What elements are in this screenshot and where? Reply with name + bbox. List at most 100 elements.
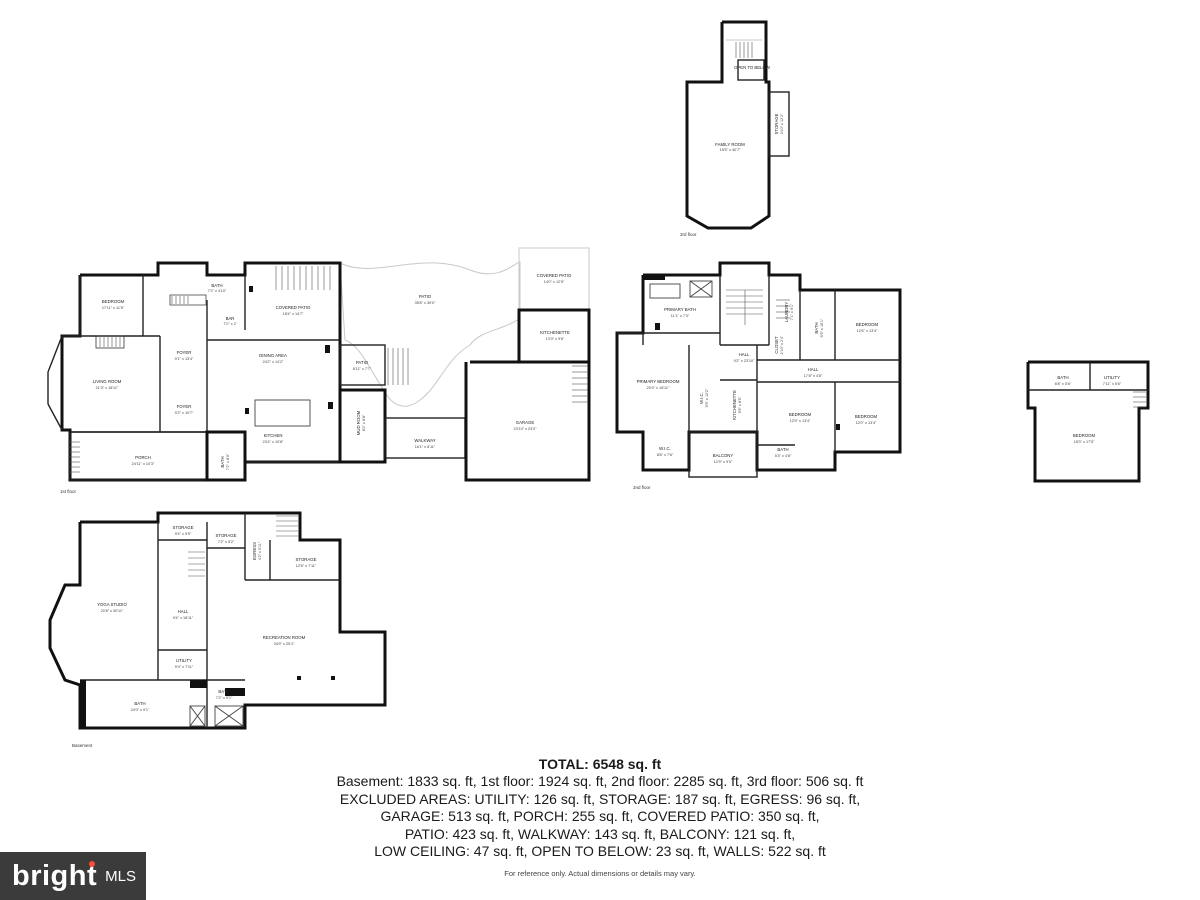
total-area: TOTAL: 6548 sq. ft (538, 756, 662, 772)
room-f2-bath2-dims: 5'3" x 4'8" (775, 454, 792, 458)
room-b-bath2-name: BATH (218, 689, 229, 694)
room-f2-wic1-dims: 5'5" x 12'2" (705, 388, 709, 407)
room-third-storage-name: STORAGE (774, 113, 779, 134)
room-f1-dining-name: DINING AREA (259, 353, 287, 358)
disclaimer-note: For reference only. Actual dimensions or… (504, 869, 696, 878)
room-b-utility-dims: 9'4" x 7'11" (175, 665, 194, 669)
room-b-bath1-name: BATH (134, 701, 145, 706)
room-f1-bath2-dims: 7'2" x 8'0" (226, 453, 230, 470)
room-f2-wic2-name: W.I.C. (659, 446, 671, 451)
room-b-utility-name: UTILITY (176, 658, 192, 663)
room-b-storage3-dims: 12'6" x 7'11" (296, 564, 317, 568)
room-f1-foyer2-dims: 9'2" x 10'7" (175, 411, 194, 415)
basement-plan: STORAGE 9'4" x 5'5" STORAGE 7'2" x 5'2" … (48, 511, 387, 748)
third-floor-plan: OPEN TO BELOW FAMILY ROOM 15'5" x 40'7" … (680, 20, 790, 237)
room-f2-closet-dims: 2'10" x 2'4" (780, 335, 784, 354)
room-f2-closet-name: CLOSET (774, 336, 779, 354)
room-b-yoga-name: YOGA STUDIO (97, 602, 127, 607)
room-f2-kitchenette-name: KITCHENETTE (732, 390, 737, 420)
room-f1-walkway-name: WALKWAY (414, 438, 435, 443)
room-f1-covered-patio-dims: 18'4" x 14'7" (283, 312, 304, 316)
room-f2-bath2-name: BATH (777, 447, 788, 452)
room-f1-living-dims: 21'3" x 18'11" (96, 386, 119, 390)
room-f2-balcony-name: BALCONY (713, 453, 734, 458)
room-f1-porch-dims: 24'11" x 10'3" (132, 462, 155, 466)
room-f2-laundry-dims: 7'1" x 9'1" (790, 303, 794, 320)
open-to-below-label: OPEN TO BELOW (734, 65, 771, 70)
room-f1-patio-small-name: PATIO (356, 360, 369, 365)
summary-line-5: LOW CEILING: 47 sq. ft, OPEN TO BELOW: 2… (374, 843, 826, 860)
room-f2-bedroom-b-dims: 12'9" x 13'4" (790, 419, 811, 423)
room-f1-porch-name: PORCH (135, 455, 151, 460)
summary-line-2: EXCLUDED AREAS: UTILITY: 126 sq. ft, STO… (339, 790, 861, 807)
room-b-yoga-dims: 20'8" x 30'11" (101, 609, 124, 613)
room-family-dims: 15'5" x 40'7" (720, 148, 741, 152)
room-f1-kitchen-name: KITCHEN (264, 433, 283, 438)
room-f1-kitchenette-name: KITCHENETTE (540, 330, 570, 335)
room-f1-covered-patio-name: COVERED PATIO (276, 305, 311, 310)
room-f1-bar-name: BAR (226, 316, 235, 321)
room-f1-kitchenette-dims: 13'3" x 9'8" (546, 337, 565, 341)
room-f2-bath-dims: 5'9" x 10'1" (820, 318, 824, 337)
room-f2-laundry-name: LAUNDRY (784, 302, 789, 323)
floor-label-first: 1st floor (60, 489, 77, 494)
room-b-hall-name: HALL (178, 609, 189, 614)
area-summary: TOTAL: 6548 sq. ft Basement: 1833 sq. ft… (300, 755, 900, 861)
room-b-egress-name: EGRESS (252, 542, 257, 560)
room-f1-foyer1-dims: 9'1" x 13'4" (175, 357, 194, 361)
room-f2-wic2-dims: 8'8" x 7'6" (657, 453, 674, 457)
room-g-utility-name: UTILITY (1104, 375, 1120, 380)
room-f2-hall2-name: HALL (808, 367, 819, 372)
room-f1-covered-patio2-dims: 14'0" x 12'5" (544, 280, 565, 284)
room-g-utility-dims: 7'11" x 5'6" (1103, 382, 1122, 386)
room-g-bath-dims: 6'8" x 5'6" (1055, 382, 1072, 386)
room-b-egress-dims: 4'2" x 5'11" (258, 541, 262, 560)
room-f1-walkway-dims: 16'1" x 8'11" (415, 445, 436, 449)
room-f2-bedroom-a-name: BEDROOM (856, 322, 879, 327)
room-f1-foyer1-name: FOYER (177, 350, 192, 355)
room-f2-kitchenette-dims: 5'9" x 8'5" (738, 396, 742, 413)
room-f1-bedroom-dims: 17'11" x 11'5" (102, 306, 125, 310)
room-third-storage-dims: 3'10" x 12'2" (780, 113, 784, 134)
room-f1-patio-name: PATIO (419, 294, 432, 299)
room-b-storage2-dims: 7'2" x 5'2" (218, 540, 235, 544)
room-b-storage1-name: STORAGE (173, 525, 194, 530)
room-f1-mudroom-name: MUD ROOM (356, 410, 361, 435)
room-f1-patio-small-dims: 8'11" x 7'7" (353, 367, 372, 371)
room-b-bath2-dims: 7'2" x 9'1" (216, 696, 233, 700)
room-f2-bedroom-b-name: BEDROOM (789, 412, 812, 417)
room-f1-bath-dims: 7'2" x 4'10" (208, 289, 227, 293)
bright-mls-logo: bright MLS (0, 852, 146, 900)
room-f1-patio-dims: 35'8" x 30'0" (415, 301, 436, 305)
room-f2-primary-bath-name: PRIMARY BATH (664, 307, 696, 312)
first-floor-plan: BEDROOM 17'11" x 11'5" BATH 7'2" x 4'10"… (47, 247, 591, 494)
room-b-storage1-dims: 9'4" x 5'5" (175, 532, 192, 536)
room-f2-primary-bath-dims: 11'1" x 7'3" (671, 314, 690, 318)
room-b-hall-dims: 9'4" x 18'11" (173, 616, 194, 620)
room-b-bath1-dims: 24'0" x 9'1" (131, 708, 150, 712)
room-f2-hall2-dims: 17'8" x 4'8" (804, 374, 823, 378)
room-f1-foyer2-name: FOYER (177, 404, 192, 409)
room-f2-primary-bed-name: PRIMARY BEDROOM (637, 379, 680, 384)
room-f1-kitchen-dims: 23'4" x 10'8" (263, 440, 284, 444)
room-f2-bedroom-a-dims: 12'6" x 13'4" (857, 329, 878, 333)
room-f1-living-name: LIVING ROOM (93, 379, 122, 384)
room-f1-bath-name: BATH (211, 283, 222, 288)
room-f2-primary-bed-dims: 20'0" x 18'11" (647, 386, 670, 390)
room-f1-garage-name: GARAGE (516, 420, 535, 425)
room-f1-covered-patio2-name: COVERED PATIO (537, 273, 572, 278)
room-g-bedroom-dims: 18'3" x 17'5" (1074, 440, 1095, 444)
room-f1-dining-dims: 24'2" x 14'2" (263, 360, 284, 364)
summary-line-4: PATIO: 423 sq. ft, WALKWAY: 143 sq. ft, … (404, 825, 796, 842)
summary-line-3: GARAGE: 513 sq. ft, PORCH: 255 sq. ft, C… (380, 808, 820, 825)
room-g-bath-name: BATH (1057, 375, 1068, 380)
room-b-storage2-name: STORAGE (216, 533, 237, 538)
floor-label-second: 2nd floor (633, 485, 651, 490)
guest-suite-plan: BATH 6'8" x 5'6" UTILITY 7'11" x 5'6" BE… (1026, 360, 1150, 483)
room-f2-bedroom-c-dims: 12'0" x 13'4" (856, 421, 877, 425)
room-f2-balcony-dims: 12'9" x 9'0" (714, 460, 733, 464)
second-floor-plan: PRIMARY BATH 11'1" x 7'3" LAUNDRY 7'1" x… (615, 261, 902, 490)
room-f1-mudroom-dims: 8'2" x 8'8" (362, 414, 366, 431)
logo-word: bright (12, 859, 98, 892)
